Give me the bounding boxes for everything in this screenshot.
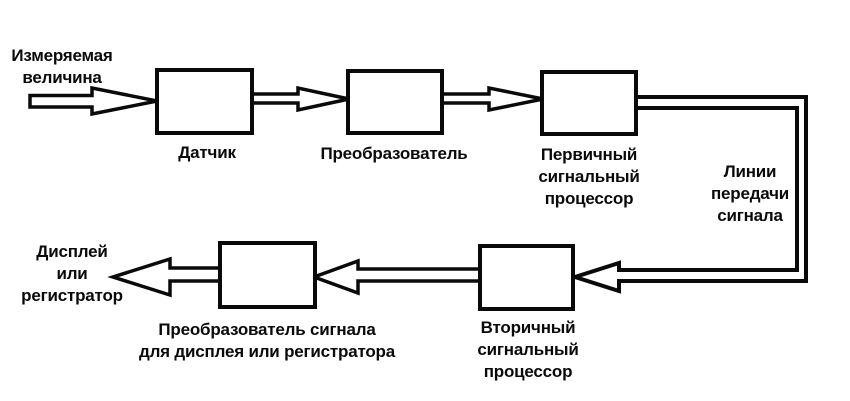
input-arrow [28, 85, 158, 117]
display-converter-label: Преобразователь сигнала для дисплея или … [138, 320, 396, 361]
primary-signal-processor-box [540, 70, 638, 136]
display-or-recorder-label: Дисплей или регистратор [21, 242, 123, 305]
display-converter-box [218, 241, 317, 309]
sensor-label: Датчик [178, 143, 236, 162]
output-arrow [107, 256, 223, 298]
measured-quantity-label: Измеряемая величина [11, 46, 113, 87]
sensor-to-converter-arrow [249, 85, 350, 113]
transmission-lines-label: Линии передачи сигнала [710, 162, 790, 225]
transmission-line-arrow [568, 95, 808, 294]
secondary-to-displayconverter-arrow [308, 258, 483, 296]
converter-label: Преобразователь [320, 144, 468, 163]
primary-signal-processor-label: Первичный сигнальный процессор [538, 145, 640, 208]
converter-box [346, 69, 444, 135]
secondary-signal-processor-label: Вторичный сигнальный процессор [477, 318, 579, 381]
secondary-signal-processor-box [478, 244, 575, 311]
converter-to-primary-arrow [439, 85, 544, 113]
sensor-box [155, 68, 254, 135]
